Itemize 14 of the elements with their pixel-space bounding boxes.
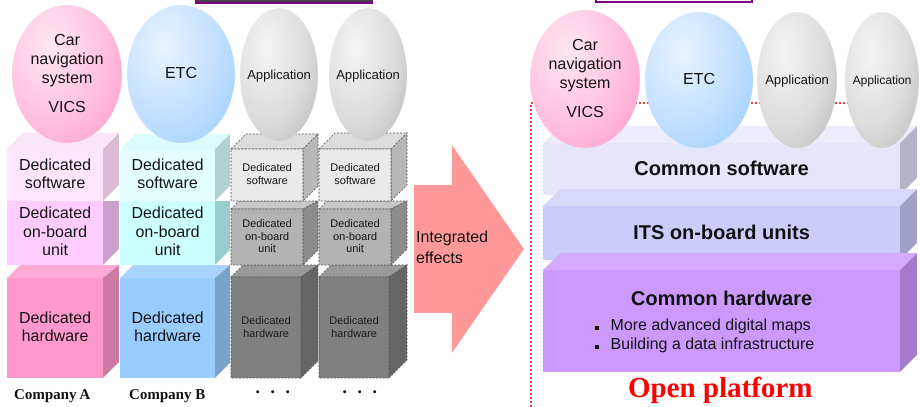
ellipse-node: Car navigation system VICS	[530, 10, 640, 148]
ellipse-node: Car navigation system VICS	[12, 5, 122, 143]
ellipse-node: Application	[757, 12, 837, 148]
ellipse-node: Application	[329, 8, 407, 141]
block-arrow: Integrated effects	[414, 145, 524, 353]
company-label: Company B	[129, 387, 206, 404]
platform-title: Open platform	[628, 372, 812, 405]
company-label: Company A	[14, 387, 90, 404]
ellipse-node: ETC	[645, 12, 753, 148]
ellipse-node: Application	[845, 12, 919, 148]
ellipse-node: ETC	[127, 5, 235, 143]
ellipse-node: Application	[240, 8, 318, 141]
ellipsis-label: ・・・	[250, 383, 295, 402]
ellipsis-label: ・・・	[337, 383, 382, 402]
